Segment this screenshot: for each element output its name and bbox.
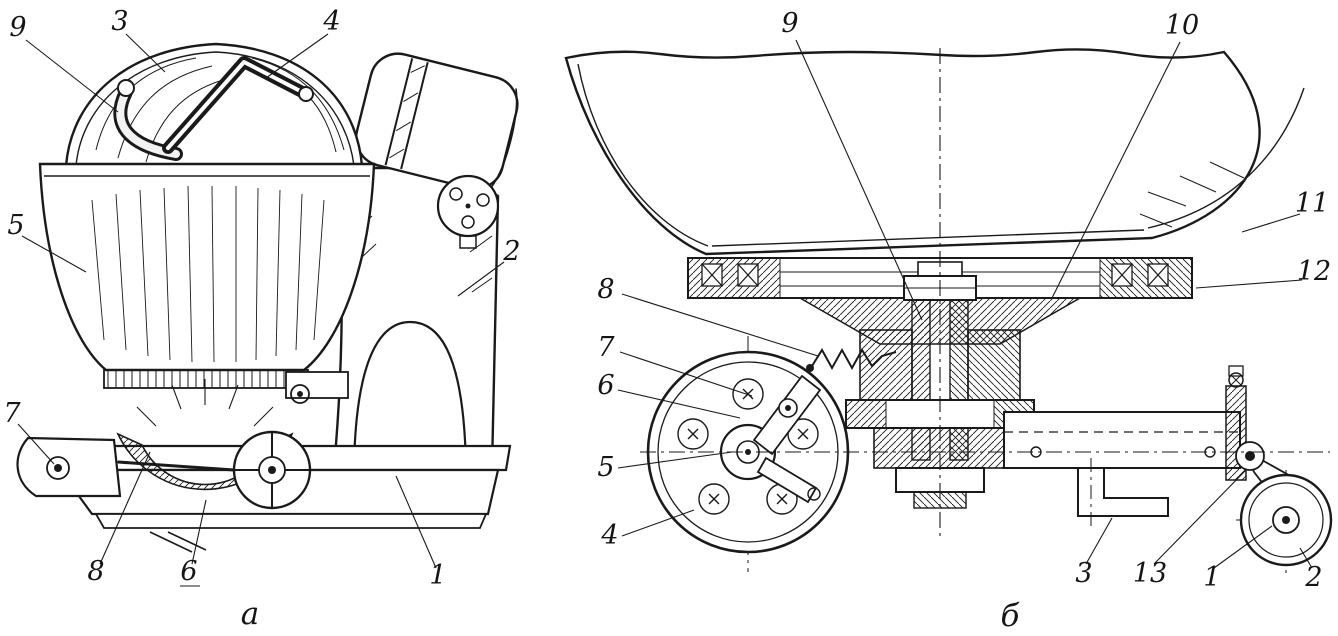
wheel-bolt-holes — [677, 378, 819, 515]
bell-crank-linkage — [752, 374, 822, 504]
callout-b-12: 12 — [1297, 256, 1331, 287]
callout-b-10: 10 — [1165, 10, 1199, 41]
callout-a-9: 9 — [9, 12, 26, 43]
callout-a-8: 8 — [87, 556, 104, 587]
callout-a-5: 5 — [7, 210, 24, 241]
callouts-figure-a: 9 3 4 5 2 7 8 6 1 а — [3, 6, 520, 632]
callout-a-2: 2 — [502, 236, 520, 267]
callout-b-13: 13 — [1133, 558, 1167, 589]
support-bracket — [1077, 458, 1169, 528]
machine-body — [332, 166, 500, 470]
figure-b-caption: б — [1001, 598, 1021, 634]
callout-b-4: 4 — [600, 520, 618, 551]
rear-wheel-assembly — [1225, 365, 1334, 574]
callout-b-6: 6 — [597, 370, 614, 401]
bowl-section — [564, 48, 1305, 256]
callout-b-3: 3 — [1075, 558, 1092, 589]
handwheel — [232, 430, 312, 510]
callout-b-2: 2 — [1304, 562, 1322, 593]
callout-b-1: 1 — [1203, 562, 1220, 593]
return-spring — [806, 347, 897, 372]
callout-a-3: 3 — [111, 6, 128, 37]
mixing-bowl — [38, 162, 376, 404]
figure-a-mixer: 9 3 4 5 2 7 8 6 1 а — [3, 6, 520, 632]
callout-b-8: 8 — [597, 274, 614, 305]
figure-a-caption: а — [241, 596, 259, 632]
motor-dial — [436, 174, 500, 249]
figure-b-trolley-section: 9 10 11 12 8 7 6 5 4 3 13 1 2 б — [564, 8, 1334, 634]
leader-lines-figure-b — [617, 39, 1313, 569]
callout-a-4: 4 — [322, 6, 340, 37]
frame-tube — [1003, 411, 1241, 469]
callout-a-6: 6 — [180, 556, 197, 587]
bowl-gear-ring — [103, 369, 309, 389]
callouts-figure-b: 9 10 11 12 8 7 6 5 4 3 13 1 2 б — [597, 8, 1331, 634]
flange-bolts — [701, 263, 1169, 287]
callout-b-11: 11 — [1295, 188, 1329, 219]
callout-b-5: 5 — [597, 452, 614, 483]
callout-b-7: 7 — [597, 332, 615, 363]
bowl-trunnion — [285, 371, 349, 399]
centerlines — [640, 48, 1330, 540]
lid-lever — [162, 56, 314, 154]
callout-b-9: 9 — [781, 8, 798, 39]
feed-spout — [113, 79, 183, 161]
callout-a-7: 7 — [3, 398, 21, 429]
foot-pedal — [16, 436, 122, 498]
motor-head — [354, 52, 519, 190]
leader-lines-figure-a — [17, 33, 505, 587]
callout-a-1: 1 — [429, 560, 446, 591]
